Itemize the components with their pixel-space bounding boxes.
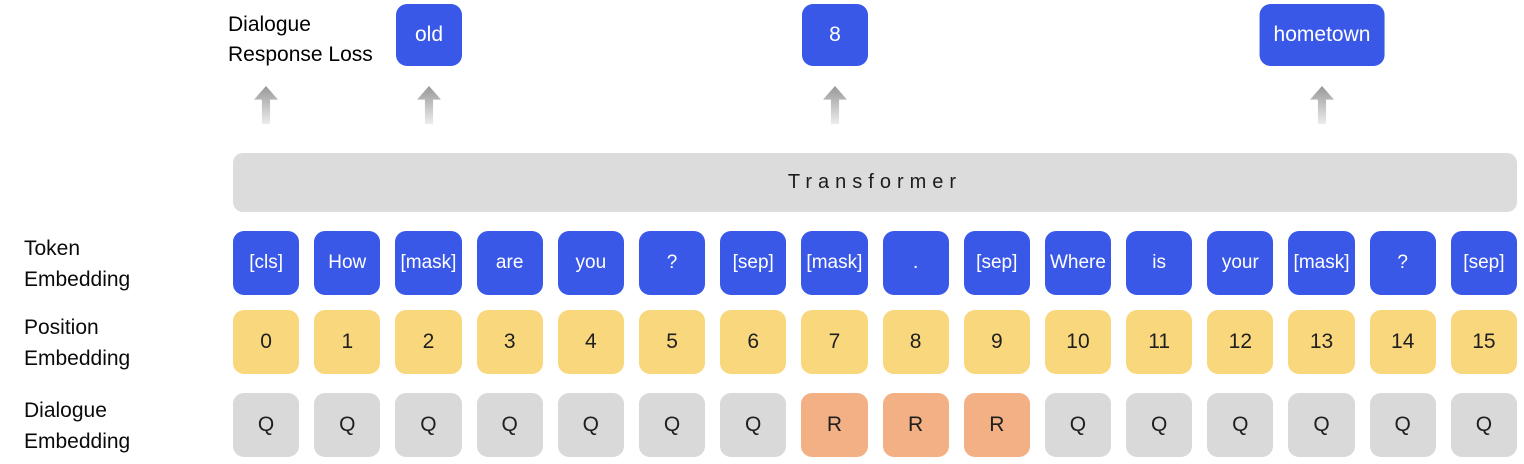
position-cell: 6 bbox=[720, 310, 787, 374]
loss-label-line2: Response Loss bbox=[228, 43, 373, 66]
dialogue-cell: R bbox=[882, 393, 949, 457]
token-cell: ? bbox=[1369, 231, 1436, 295]
up-arrow-icon bbox=[417, 86, 441, 124]
dialogue-cell: Q bbox=[638, 393, 706, 457]
position-cell: 7 bbox=[801, 310, 868, 374]
token-cell: your bbox=[1207, 231, 1274, 295]
token-cell: [mask] bbox=[395, 231, 462, 295]
position-cell: 3 bbox=[476, 310, 543, 374]
dialogue-label-line2: Embedding bbox=[24, 430, 131, 453]
token-embedding-row-label: Token Embedding bbox=[24, 233, 130, 295]
position-cell: 1 bbox=[314, 310, 381, 374]
dialogue-cell: Q bbox=[1044, 393, 1112, 457]
dialogue-cell: Q bbox=[314, 393, 381, 457]
token-cell: [mask] bbox=[801, 231, 868, 295]
dialogue-cell: R bbox=[801, 393, 868, 457]
dialogue-cell: Q bbox=[395, 393, 462, 457]
token-cell: you bbox=[557, 231, 624, 295]
position-label-line2: Embedding bbox=[24, 347, 131, 370]
token-cell: [sep] bbox=[720, 231, 787, 295]
dialogue-cell: Q bbox=[1207, 393, 1274, 457]
prediction-box-8: 8 bbox=[802, 4, 868, 66]
position-cell: 15 bbox=[1450, 310, 1517, 374]
dialogue-cell: Q bbox=[720, 393, 787, 457]
dialogue-cell: Q bbox=[1126, 393, 1193, 457]
dialogue-cell: Q bbox=[476, 393, 543, 457]
position-cell: 14 bbox=[1369, 310, 1436, 374]
dialogue-embedding-row-label: Dialogue Embedding bbox=[24, 395, 130, 457]
dialogue-cell: Q bbox=[1288, 393, 1355, 457]
dialogue-cell: Q bbox=[233, 393, 300, 457]
position-cell: 13 bbox=[1288, 310, 1355, 374]
position-cell: 0 bbox=[233, 310, 300, 374]
dialogue-cell: R bbox=[963, 393, 1030, 457]
dialogue-label-line1: Dialogue bbox=[24, 399, 107, 422]
dialogue-cell: Q bbox=[1369, 393, 1436, 457]
token-label-line1: Token bbox=[24, 237, 81, 260]
token-cell: How bbox=[314, 231, 381, 295]
position-cell: 9 bbox=[963, 310, 1030, 374]
token-cell: ? bbox=[638, 231, 706, 295]
token-cell: are bbox=[476, 231, 543, 295]
dialogue-cell: Q bbox=[557, 393, 624, 457]
position-cell: 2 bbox=[395, 310, 462, 374]
position-cell: 4 bbox=[557, 310, 624, 374]
position-label-line1: Position bbox=[24, 316, 99, 339]
up-arrow-icon bbox=[823, 86, 847, 124]
token-cell: . bbox=[882, 231, 949, 295]
prediction-box-hometown: hometown bbox=[1259, 4, 1385, 66]
token-cell: [sep] bbox=[1450, 231, 1517, 295]
position-cell: 8 bbox=[882, 310, 949, 374]
token-cell: Where bbox=[1044, 231, 1112, 295]
up-arrow-icon bbox=[1310, 86, 1334, 124]
prediction-box-old: old bbox=[396, 4, 462, 66]
transformer-label: Transformer bbox=[787, 171, 963, 193]
loss-label-line1: Dialogue bbox=[228, 13, 311, 36]
token-label-line2: Embedding bbox=[24, 268, 131, 291]
position-embedding-row-label: Position Embedding bbox=[24, 312, 130, 374]
token-cell: [cls] bbox=[233, 231, 300, 295]
token-cell: [mask] bbox=[1288, 231, 1355, 295]
position-cell: 12 bbox=[1207, 310, 1274, 374]
token-cell: is bbox=[1126, 231, 1193, 295]
dialogue-cell: Q bbox=[1450, 393, 1517, 457]
up-arrow-icon bbox=[254, 86, 278, 124]
position-cell: 5 bbox=[638, 310, 706, 374]
dialogue-response-loss-label: Dialogue Response Loss bbox=[228, 10, 373, 70]
position-cell: 10 bbox=[1044, 310, 1112, 374]
transformer-block: Transformer bbox=[233, 153, 1517, 212]
position-cell: 11 bbox=[1126, 310, 1193, 374]
token-cell: [sep] bbox=[963, 231, 1030, 295]
